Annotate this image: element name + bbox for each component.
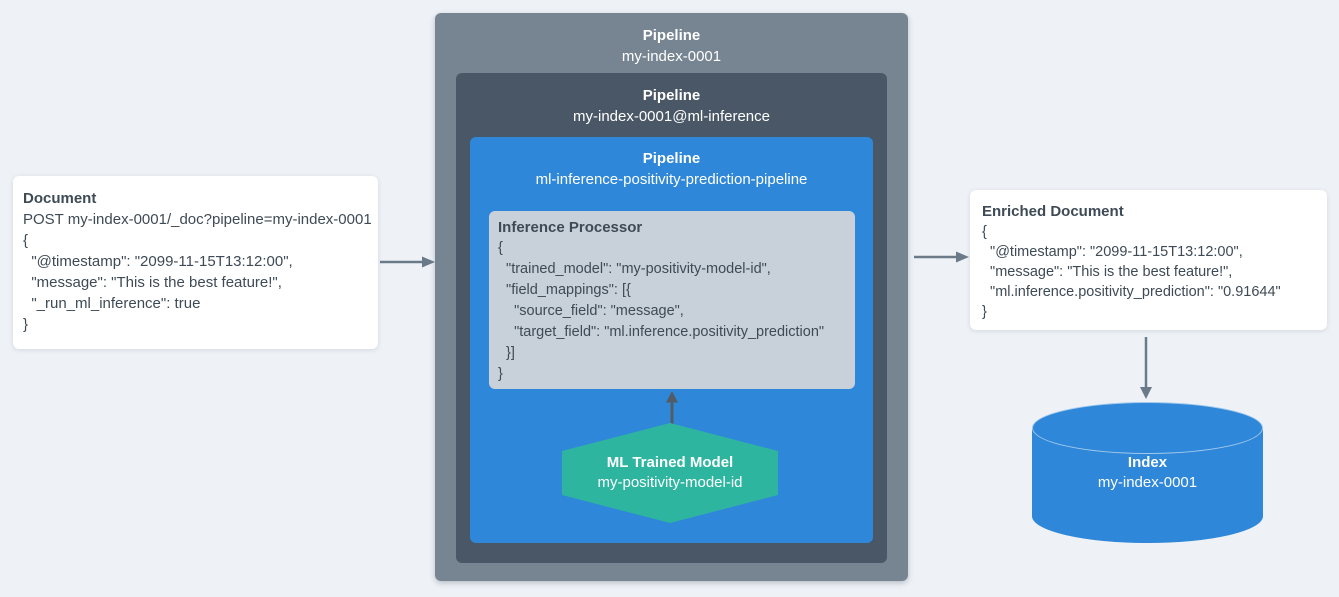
code-line: "field_mappings": [{ [498, 282, 631, 298]
index-cylinder-top [1032, 402, 1263, 454]
code-line: } [982, 304, 987, 320]
index-name: my-index-0001 [1097, 473, 1198, 491]
document-card: Document POST my-index-0001/_doc?pipelin… [13, 176, 378, 349]
inference-processor-box: Inference Processor { "trained_model": "… [489, 211, 855, 389]
pipeline-inference-header: Pipeline ml-inference-positivity-predict… [470, 137, 873, 190]
code-line: } [498, 366, 503, 382]
pipeline-outer-box: Pipeline my-index-0001 Pipeline my-index… [435, 13, 908, 581]
ml-trained-model-hexagon: ML Trained Model my-positivity-model-id [562, 423, 778, 523]
pipeline-ml-inference-title: Pipeline [642, 87, 701, 104]
code-line: "target_field": "ml.inference.positivity… [498, 324, 825, 340]
arrow-model-to-processor-icon [666, 391, 678, 424]
index-cylinder-label: Index my-index-0001 [1032, 402, 1263, 543]
document-card-code: POST my-index-0001/_doc?pipeline=my-inde… [23, 209, 372, 335]
pipeline-ml-inference-name: my-index-0001@ml-inference [573, 108, 770, 125]
code-line: { [982, 224, 987, 240]
ml-trained-model-name: my-positivity-model-id [597, 474, 743, 491]
pipeline-ml-inference-box: Pipeline my-index-0001@ml-inference Pipe… [456, 73, 887, 563]
arrow-document-to-pipeline-icon [380, 256, 435, 268]
inference-processor-code: { "trained_model": "my-positivity-model-… [498, 238, 846, 385]
code-line: } [23, 316, 29, 333]
enriched-document-card: Enriched Document { "@timestamp": "2099-… [970, 190, 1327, 330]
enriched-document-code: { "@timestamp": "2099-11-15T13:12:00", "… [982, 222, 1315, 322]
code-line: POST my-index-0001/_doc?pipeline=my-inde… [23, 211, 372, 228]
ml-trained-model-title: ML Trained Model [606, 454, 734, 471]
pipeline-inference-name: ml-inference-positivity-prediction-pipel… [535, 171, 808, 188]
arrow-pipeline-to-enriched-icon [914, 251, 969, 263]
index-title: Index [1127, 453, 1168, 471]
document-card-title: Document [23, 190, 97, 207]
pipeline-outer-header: Pipeline my-index-0001 [435, 13, 908, 67]
pipeline-outer-name: my-index-0001 [621, 48, 722, 65]
code-line: "ml.inference.positivity_prediction": "0… [982, 284, 1281, 300]
code-line: "@timestamp": "2099-11-15T13:12:00", [982, 244, 1243, 260]
code-line: "@timestamp": "2099-11-15T13:12:00", [23, 253, 293, 270]
pipeline-inference-box: Pipeline ml-inference-positivity-predict… [470, 137, 873, 543]
pipeline-inference-title: Pipeline [642, 150, 701, 167]
index-cylinder: Index my-index-0001 [1032, 402, 1263, 543]
arrow-enriched-to-index-icon [1140, 337, 1152, 399]
inference-processor-title: Inference Processor [498, 219, 643, 236]
code-line: "_run_ml_inference": true [23, 295, 201, 312]
pipeline-ml-inference-header: Pipeline my-index-0001@ml-inference [456, 73, 887, 127]
pipeline-outer-title: Pipeline [642, 27, 701, 44]
enriched-document-title: Enriched Document [982, 203, 1124, 220]
code-line: "message": "This is the best feature!", [982, 264, 1233, 280]
code-line: "source_field": "message", [498, 303, 684, 319]
code-line: "message": "This is the best feature!", [23, 274, 282, 291]
code-line: { [498, 240, 503, 256]
code-line: }] [498, 345, 515, 361]
code-line: { [23, 232, 29, 249]
code-line: "trained_model": "my-positivity-model-id… [498, 261, 771, 277]
